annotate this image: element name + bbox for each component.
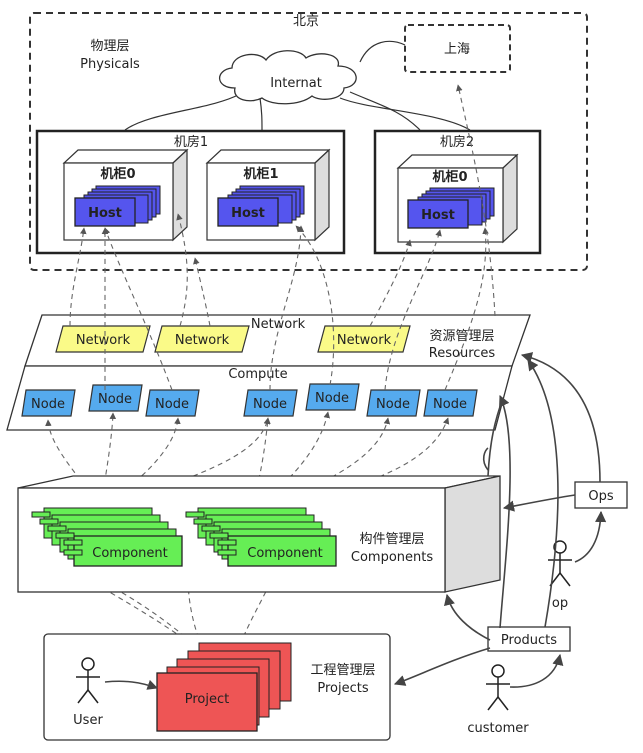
network-box-1 [55, 325, 151, 353]
network-label-1: Network [76, 333, 131, 348]
user-actor-icon [76, 657, 100, 704]
ops-label: Ops [588, 489, 613, 504]
cloud-link-room2b [339, 97, 471, 131]
shanghai-box [404, 24, 511, 73]
resources-label-cn: 资源管理层 [429, 329, 494, 344]
host-stack-2 [217, 185, 305, 227]
components-label-cn: 构件管理层 [359, 532, 424, 547]
component-label-2: Component [247, 546, 322, 561]
node-label-1: Node [31, 397, 65, 412]
internet-cloud [218, 50, 357, 105]
user-label: User [73, 713, 103, 728]
host-label-3: Host [421, 208, 455, 223]
host-label-1: Host [88, 206, 122, 221]
internet-label: Internat [270, 76, 322, 91]
cabinet-room1-1-label: 机柜1 [243, 166, 278, 182]
products-box [487, 626, 571, 652]
node-label-2: Node [98, 392, 132, 407]
cabinet-room1-0-label: 机柜0 [100, 166, 135, 182]
cloud-link-room2 [349, 91, 421, 131]
cloud-link-room1b [259, 97, 263, 131]
products-label: Products [501, 633, 557, 648]
project-stack [156, 642, 292, 732]
cloud-link-room1 [124, 93, 241, 131]
shanghai-label: 上海 [444, 42, 470, 57]
network-box-3 [317, 325, 411, 353]
project-label: Project [185, 692, 229, 707]
cloud-link-shanghai [359, 40, 406, 63]
room-2-label: 机房2 [440, 134, 474, 150]
host-stack-1 [74, 185, 161, 227]
physical-label-cn: 物理层 [90, 39, 129, 54]
network-label-3: Network [337, 333, 392, 348]
host-label-2: Host [231, 206, 265, 221]
component-label-1: Component [92, 546, 167, 561]
node-label-7: Node [433, 397, 467, 412]
node-label-3: Node [155, 397, 189, 412]
node-box-6 [366, 389, 421, 417]
node-box-5 [305, 383, 360, 411]
node-box-7 [423, 389, 478, 417]
op-label: op [552, 596, 568, 611]
region-label: 北京 [293, 14, 319, 29]
resources-label-en: Resources [429, 346, 496, 361]
components-label-en: Components [351, 550, 433, 565]
network-box-2 [154, 325, 250, 353]
node-box-1 [21, 389, 76, 417]
node-label-4: Node [253, 397, 287, 412]
network-label-2: Network [175, 333, 230, 348]
physical-label-en: Physicals [80, 57, 140, 72]
node-box-3 [145, 389, 200, 417]
compute-plane-title: Compute [228, 367, 287, 382]
user-to-project-arrow [104, 679, 158, 690]
customer-label: customer [467, 721, 529, 736]
cabinet-room2-0-label: 机柜0 [432, 169, 467, 185]
host-stack-3 [407, 187, 495, 229]
room-1-label: 机房1 [174, 134, 208, 150]
flow-arrows [393, 352, 607, 688]
network-plane-title: Network [251, 317, 306, 332]
customer-actor-icon [486, 664, 510, 711]
projects-label-cn: 工程管理层 [310, 663, 375, 678]
node-label-6: Node [376, 397, 410, 412]
component-stack-2 [185, 507, 337, 567]
node-box-4 [243, 389, 298, 417]
projects-label-en: Projects [317, 681, 368, 696]
ops-box [574, 481, 628, 509]
physical-region [29, 12, 588, 271]
component-stack-1 [31, 507, 183, 567]
node-box-2 [88, 384, 143, 412]
node-label-5: Node [315, 391, 349, 406]
